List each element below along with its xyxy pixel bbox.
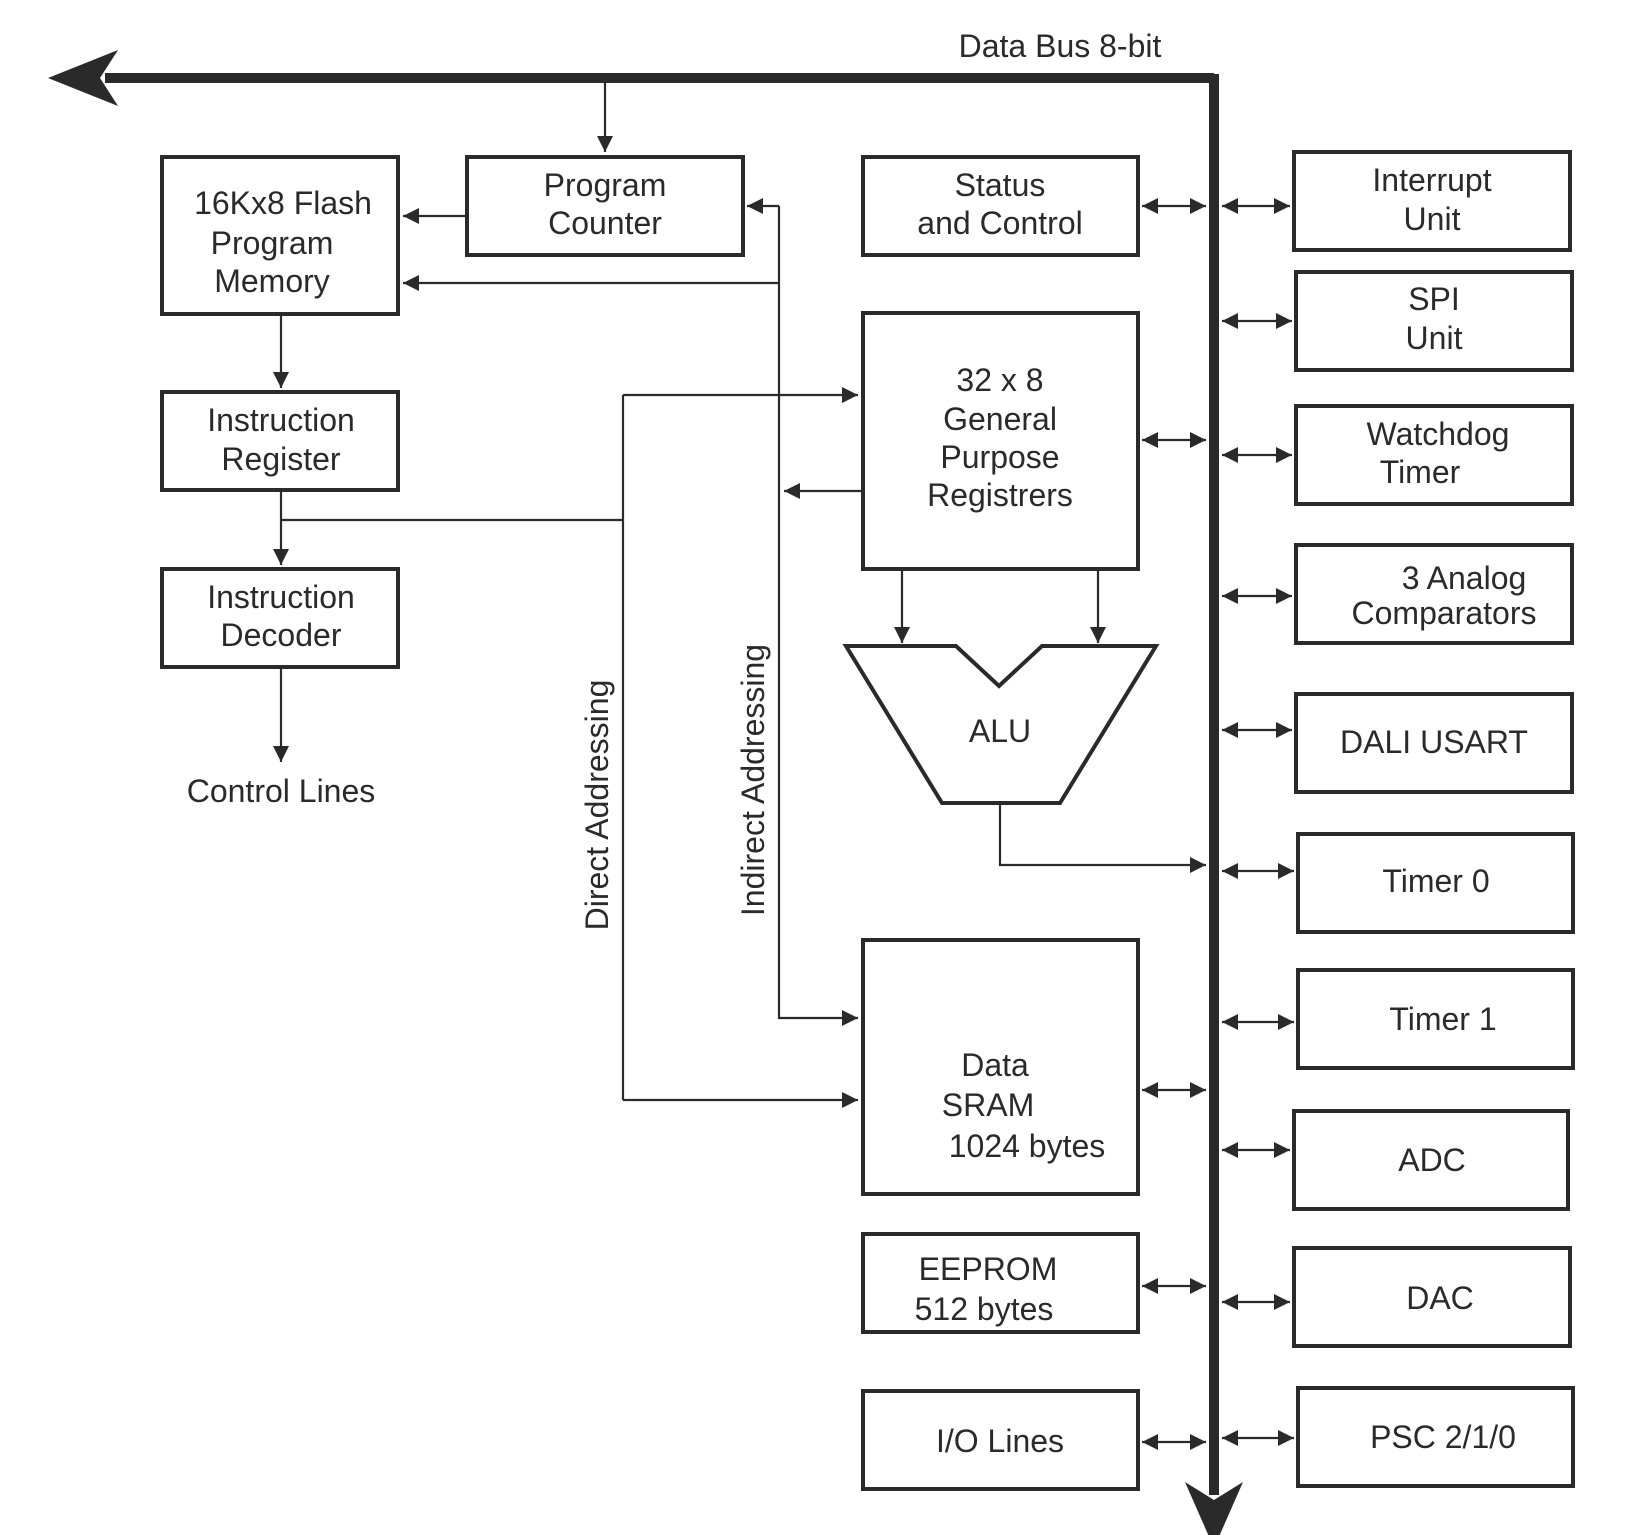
dac-label: DAC xyxy=(1406,1280,1474,1316)
bus-arrow-left xyxy=(48,50,118,106)
io-lines-block: I/O Lines xyxy=(861,1389,1140,1491)
data-bus-label: Data Bus 8-bit xyxy=(959,28,1162,64)
data-sram-block: Data SRAM 1024 bytes xyxy=(861,938,1140,1196)
psc-label: PSC 2/1/0 xyxy=(1370,1419,1516,1455)
watchdog-timer-block: Watchdog Timer xyxy=(1294,404,1574,506)
alu-block: ALU xyxy=(842,644,1160,805)
io-lines-label: I/O Lines xyxy=(936,1423,1064,1459)
gpr-line-2: General xyxy=(943,401,1057,437)
sram-line-3: 1024 bytes xyxy=(949,1128,1106,1164)
eeprom-line-2: 512 bytes xyxy=(915,1291,1054,1327)
timer-0-block: Timer 0 xyxy=(1296,832,1575,934)
gpr-line-4: Registrers xyxy=(927,477,1073,513)
spi-line-1: SPI xyxy=(1408,281,1460,317)
gpr-line-3: Purpose xyxy=(940,439,1059,475)
flash-line-2: Program xyxy=(211,225,334,261)
peripheral-bus-links xyxy=(1222,198,1294,1446)
center-bus-links xyxy=(1142,198,1206,1450)
direct-addressing-label: Direct Addressing xyxy=(579,680,615,931)
sram-line-1: Data xyxy=(961,1047,1029,1083)
adc-label: ADC xyxy=(1398,1142,1466,1178)
comparators-line-1: 3 Analog xyxy=(1402,560,1527,596)
sram-line-2: SRAM xyxy=(942,1087,1034,1123)
dac-block: DAC xyxy=(1292,1246,1572,1348)
status-line-1: Status xyxy=(955,167,1046,203)
dali-usart-label: DALI USART xyxy=(1340,724,1528,760)
general-purpose-registers-block: 32 x 8 General Purpose Registrers xyxy=(861,311,1140,571)
control-lines-label: Control Lines xyxy=(187,773,376,809)
program-counter-block: Program Counter xyxy=(465,155,745,257)
eeprom-line-1: EEPROM xyxy=(919,1251,1058,1287)
pc-line-1: Program xyxy=(544,167,667,203)
interrupt-line-2: Unit xyxy=(1404,201,1461,237)
gpr-line-1: 32 x 8 xyxy=(956,362,1043,398)
watchdog-line-2: Timer xyxy=(1380,454,1461,490)
spi-unit-block: SPI Unit xyxy=(1294,270,1574,372)
timer-1-label: Timer 1 xyxy=(1389,1001,1496,1037)
status-line-2: and Control xyxy=(917,205,1082,241)
interrupt-line-1: Interrupt xyxy=(1372,162,1491,198)
ir-line-1: Instruction xyxy=(207,402,355,438)
psc-block: PSC 2/1/0 xyxy=(1296,1386,1575,1488)
flash-line-1: 16Kx8 Flash xyxy=(194,185,372,221)
adc-block: ADC xyxy=(1292,1109,1570,1211)
ir-line-2: Register xyxy=(221,441,341,477)
pc-line-2: Counter xyxy=(548,205,662,241)
decoder-line-2: Decoder xyxy=(221,617,342,653)
indirect-addressing-label: Indirect Addressing xyxy=(735,644,771,916)
connection-wires xyxy=(273,82,1206,1108)
spi-line-2: Unit xyxy=(1406,320,1463,356)
timer-1-block: Timer 1 xyxy=(1296,968,1575,1070)
flash-line-3: Memory xyxy=(214,263,330,299)
instruction-decoder-block: Instruction Decoder xyxy=(160,567,400,669)
flash-memory-block: 16Kx8 Flash Program Memory xyxy=(160,155,400,316)
timer-0-label: Timer 0 xyxy=(1382,863,1489,899)
data-bus: Data Bus 8-bit xyxy=(48,28,1243,1535)
bus-arrow-down xyxy=(1185,1482,1243,1535)
status-control-block: Status and Control xyxy=(861,155,1140,257)
analog-comparators-block: 3 Analog Comparators xyxy=(1294,543,1574,645)
watchdog-line-1: Watchdog xyxy=(1367,416,1510,452)
alu-label: ALU xyxy=(969,713,1031,749)
decoder-line-1: Instruction xyxy=(207,579,355,615)
interrupt-unit-block: Interrupt Unit xyxy=(1292,150,1572,252)
eeprom-block: EEPROM 512 bytes xyxy=(861,1232,1140,1334)
instruction-register-block: Instruction Register xyxy=(160,390,400,492)
dali-usart-block: DALI USART xyxy=(1294,692,1574,794)
comparators-line-2: Comparators xyxy=(1352,595,1537,631)
